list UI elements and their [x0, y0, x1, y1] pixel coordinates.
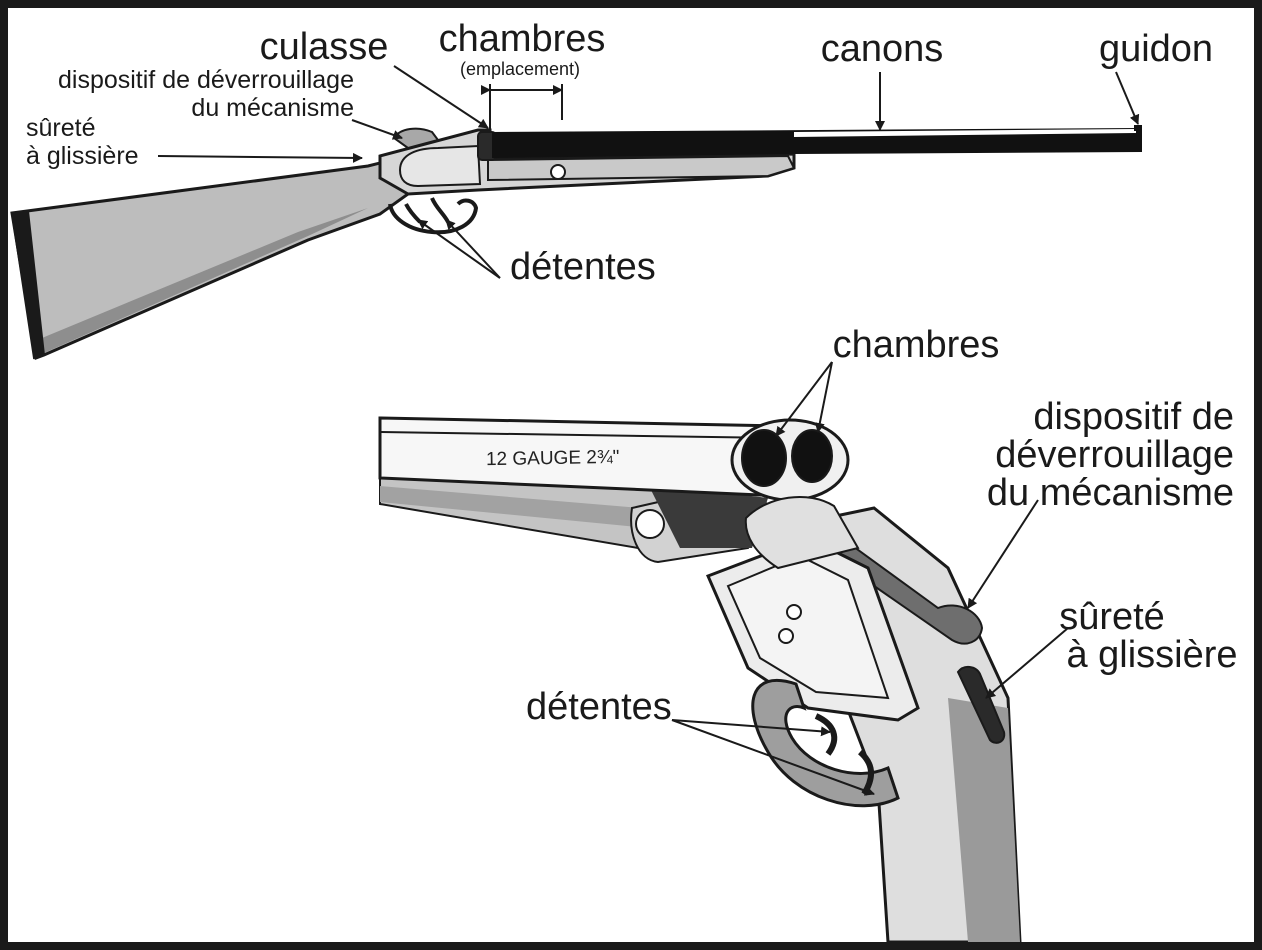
detail-shotgun [380, 418, 1020, 942]
detail-screw-1 [787, 605, 801, 619]
top-trigger-front [406, 204, 420, 222]
detail-chamber-left [742, 430, 786, 486]
label-deverrouillage-top-1: dispositif de déverrouillage [58, 68, 354, 93]
label-surete-detail-2: à glissière [1066, 636, 1237, 674]
top-forend-pin [551, 165, 565, 179]
top-trigger-rear [432, 198, 448, 222]
pointer-detente-detail-1 [672, 720, 830, 732]
label-deverrouillage-detail-3: du mécanisme [987, 474, 1234, 512]
pointer-deverrouillage [352, 120, 402, 138]
top-receiver-panel [400, 146, 480, 186]
label-surete-top-1: sûreté [26, 116, 95, 141]
barrel-marking: 12 GAUGE 2¾" [486, 447, 620, 471]
label-detentes-detail: détentes [526, 688, 672, 726]
label-deverrouillage-top-2: du mécanisme [191, 96, 354, 121]
label-deverrouillage-detail-1: dispositif de [1033, 398, 1234, 436]
label-surete-detail-1: sûreté [1059, 598, 1165, 636]
label-chambres-top: chambres [439, 20, 606, 58]
pointer-surete [158, 156, 362, 158]
detail-screw-2 [779, 629, 793, 643]
top-forend [488, 156, 794, 180]
label-culasse: culasse [260, 28, 389, 66]
label-chambres-detail: chambres [833, 326, 1000, 364]
detail-trigger-front [816, 716, 834, 754]
label-canons: canons [821, 30, 944, 68]
detail-hinge-pin [636, 510, 664, 538]
detail-chamber-right [792, 430, 832, 482]
pointer-deverrouillage-detail [968, 500, 1038, 608]
label-detentes-top: détentes [510, 248, 656, 286]
top-trigger-guard [390, 201, 476, 233]
label-guidon: guidon [1099, 30, 1213, 68]
label-surete-top-2: à glissière [26, 144, 139, 169]
pointer-guidon [1116, 72, 1138, 124]
top-front-sight [1134, 125, 1142, 131]
label-emplacement: (emplacement) [460, 60, 580, 78]
pointer-detente-2 [446, 220, 500, 278]
pointer-surete-detail [986, 628, 1068, 698]
label-deverrouillage-detail-2: déverrouillage [995, 436, 1234, 474]
